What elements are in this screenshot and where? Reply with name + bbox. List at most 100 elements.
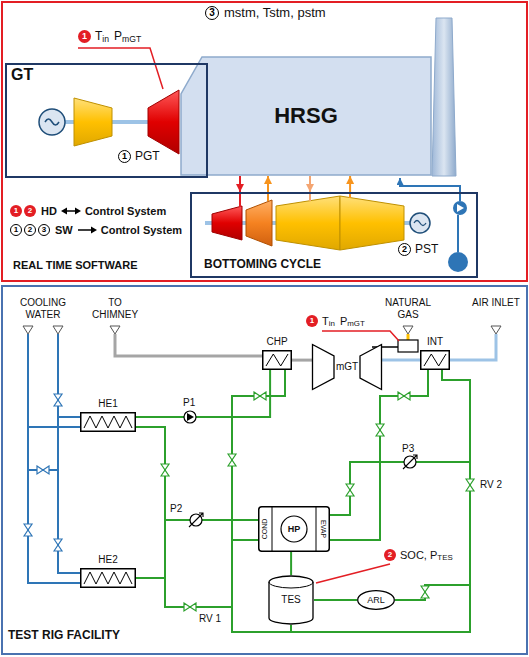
component-label: RV 2 <box>480 479 502 491</box>
callout-group: 1Tin PmGT <box>306 315 365 328</box>
exchanger-body <box>81 569 136 588</box>
lp-turbine <box>276 196 340 250</box>
gt-turbine <box>148 90 179 154</box>
signal-label: in <box>102 35 109 45</box>
signal-label: PST <box>415 243 438 257</box>
callout-number: 1 <box>10 205 22 217</box>
signal-label: SOC, P <box>400 549 437 562</box>
ip-turbine <box>246 200 272 246</box>
pipe-connector <box>314 599 357 601</box>
heat-pump: HPCONDEVAP <box>258 506 330 552</box>
compressor-circle <box>281 516 307 542</box>
callout-group: 12HDControl System <box>10 205 166 218</box>
variable-arrow <box>189 513 203 527</box>
heat-exchanger-outline <box>262 350 292 370</box>
gt-generator <box>39 109 65 135</box>
storage-tank: TES <box>268 575 314 625</box>
pump-mark <box>187 413 194 421</box>
callout-leader <box>322 331 399 341</box>
node-label: REAL TIME SOFTWARE <box>13 259 137 272</box>
steam-line <box>239 192 241 207</box>
signal-label: P <box>114 30 122 44</box>
mgt-turbine <box>313 345 335 390</box>
signal-label: T <box>95 30 102 44</box>
stream-label: COOLING WATER <box>15 297 71 320</box>
signal-label: P <box>340 315 347 328</box>
node-label: TES <box>281 594 300 606</box>
test-rig-panel: TEST RIG FACILITYCHPmGTINTHE1HPCONDEVAPH… <box>1 285 528 655</box>
heat-exchanger: CHP <box>262 350 292 370</box>
exchanger-coil <box>84 572 132 584</box>
tank-body <box>269 576 313 624</box>
signal-label: Control System <box>101 224 182 237</box>
signal-label: HD <box>41 205 57 218</box>
node-label: mGT <box>336 361 358 373</box>
load-body <box>358 591 395 610</box>
signal-label: in <box>329 319 335 328</box>
signal-label: TES <box>437 553 452 562</box>
st-generator <box>410 213 430 233</box>
pump-mark <box>457 204 464 212</box>
arrow-shaft <box>78 230 92 232</box>
lp-turbine <box>340 196 404 250</box>
node-label: HRSG <box>274 103 338 128</box>
node-label: HP <box>288 524 301 534</box>
signal-label: mGT <box>347 319 365 328</box>
component-label: P1 <box>183 397 195 409</box>
node-label: CHP <box>266 336 287 348</box>
exchanger-body <box>421 351 450 370</box>
condenser <box>448 252 468 272</box>
cooling-water-pipe <box>28 334 80 583</box>
pipe-connector <box>292 359 312 362</box>
gas-pipe <box>407 334 410 340</box>
node-label: TEST RIG FACILITY <box>8 629 120 643</box>
callout-number: 1 <box>118 150 131 163</box>
stream-label: TO CHIMNEY <box>87 297 143 320</box>
heat-exchanger: HE2 <box>80 568 136 588</box>
signal-label: mstm, Tstm, pstm <box>224 6 326 21</box>
callout-number: 1 <box>306 315 318 327</box>
exchanger-body <box>263 351 292 370</box>
arrow-tip <box>91 227 97 234</box>
node-label: HE2 <box>98 554 117 566</box>
pipe-connector <box>382 359 420 362</box>
water-line <box>400 178 460 201</box>
signal-label: PGT <box>135 150 160 164</box>
pipe-connector <box>290 552 292 575</box>
callout-group: 3mstm, Tstm, pstm <box>205 6 326 21</box>
stack <box>432 18 456 176</box>
bottoming-cycle-box: BOTTOMING CYCLE <box>190 192 478 278</box>
node-label: HE1 <box>98 398 117 410</box>
arrow-tip <box>61 208 67 215</box>
steam-line <box>267 192 269 201</box>
exchanger-coil <box>84 416 132 428</box>
exhaust-pipe <box>115 334 262 356</box>
heat-exchanger: INT <box>420 350 450 370</box>
node-label: GT <box>11 66 33 84</box>
signal-label: T <box>322 315 329 328</box>
signal-label: Control System <box>85 205 166 218</box>
pump-symbol <box>404 456 416 468</box>
heat-exchanger-outline <box>80 412 136 432</box>
direction-arrow <box>77 226 97 234</box>
signal-label: mGT <box>122 35 141 45</box>
heat-exchanger-outline <box>420 350 450 370</box>
node-sublabel: EVAP <box>319 520 327 538</box>
micro-gas-turbine: mGT <box>312 344 382 390</box>
air-pipe <box>450 334 496 360</box>
pipe-valve <box>161 392 474 611</box>
callout-group: 1TinPmGT <box>78 30 141 44</box>
heat-exchanger-outline <box>80 568 136 588</box>
hp-turbine <box>212 206 242 240</box>
component-label: RV 1 <box>199 613 221 625</box>
callout-number: 1 <box>10 224 22 236</box>
node-label: BOTTOMING CYCLE <box>204 258 321 272</box>
steam-line <box>349 192 351 198</box>
heat-exchanger: HE1 <box>80 412 136 432</box>
water-valve <box>24 394 62 551</box>
hrsg-body <box>181 57 431 175</box>
stream-label: AIR INLET <box>470 297 522 309</box>
node-label: ARL <box>367 595 385 605</box>
mgt-compressor <box>360 345 382 390</box>
